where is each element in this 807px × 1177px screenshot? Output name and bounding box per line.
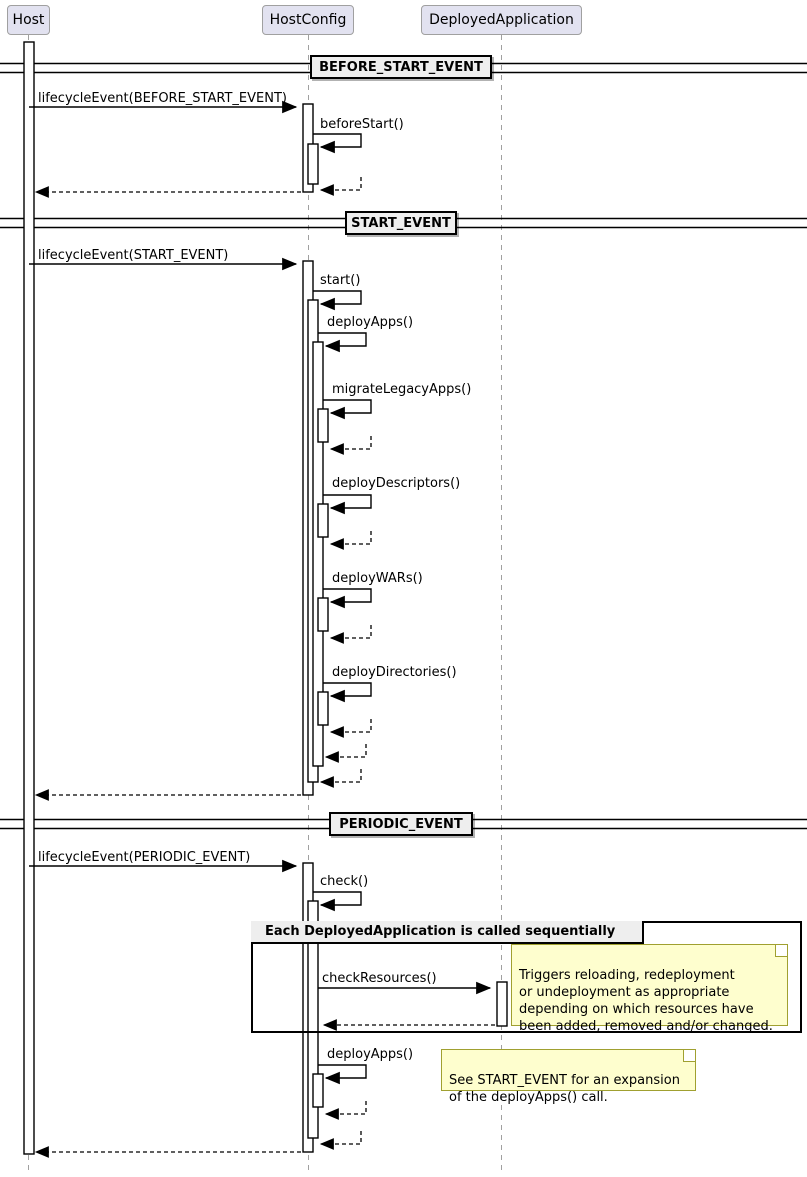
note-fold-corner-icon — [775, 945, 787, 957]
message-label-deploy-descriptors: deployDescriptors() — [332, 476, 461, 491]
selfcall-wars — [323, 588, 372, 609]
divider-periodic-event: PERIODIC_EVENT — [329, 812, 473, 836]
activation-hc-directories — [317, 691, 329, 726]
return-deployapps-self — [324, 744, 367, 763]
selfcall-beforestart — [313, 133, 362, 154]
message-label-lifecycle-before-start: lifecycleEvent(BEFORE_START_EVENT) — [38, 91, 287, 106]
divider-before-start-event-label: BEFORE_START_EVENT — [319, 59, 483, 75]
divider-before-start-event: BEFORE_START_EVENT — [310, 55, 492, 79]
participant-host-label: Host — [12, 12, 45, 28]
message-label-lifecycle-start: lifecycleEvent(START_EVENT) — [38, 248, 229, 263]
activation-da-checkres — [496, 981, 508, 1027]
selfcall-check — [313, 891, 362, 912]
note-check-resources-text: Triggers reloading, redeployment or unde… — [519, 968, 773, 1034]
selfcall-deployapps — [318, 332, 367, 353]
note-deploy-apps-text: See START_EVENT for an expansion of the … — [449, 1073, 680, 1105]
message-label-deploy-wars: deployWARs() — [332, 571, 423, 586]
activation-hc-descriptors — [317, 503, 329, 538]
return-deployapps2-self — [324, 1101, 367, 1120]
message-label-check-resources: checkResources() — [322, 971, 437, 986]
note-check-resources: Triggers reloading, redeployment or unde… — [511, 944, 788, 1034]
activation-bars — [23, 41, 508, 1155]
activation-hc-migrate — [317, 408, 329, 443]
activation-hc-check-l1 — [307, 900, 319, 1139]
participant-hostconfig[interactable]: HostConfig — [262, 5, 354, 35]
return-arrows — [34, 177, 495, 1158]
divider-rules — [0, 62, 807, 830]
message-label-lifecycle-periodic: lifecycleEvent(PERIODIC_EVENT) — [38, 850, 251, 865]
divider-periodic-event-label: PERIODIC_EVENT — [339, 816, 463, 832]
return-start-self — [319, 769, 362, 788]
participant-hostconfig-label: HostConfig — [269, 12, 347, 28]
self-call-loops — [313, 133, 372, 1085]
activation-hc-start-l2 — [312, 341, 324, 767]
call-arrows — [29, 100, 492, 995]
selfcall-start — [313, 290, 362, 311]
message-label-check: check() — [320, 874, 369, 889]
message-label-deploy-apps: deployApps() — [327, 315, 414, 330]
selfcall-migrate — [323, 399, 372, 420]
loop-fragment-header: Each DeployedApplication is called seque… — [251, 921, 644, 944]
loop-fragment-label: Each DeployedApplication is called seque… — [265, 924, 616, 939]
participant-deployedapplication-label: DeployedApplication — [429, 12, 574, 28]
activation-hc-wars — [317, 597, 329, 632]
selfcall-descriptors — [323, 494, 372, 515]
note-fold-corner-icon — [683, 1050, 695, 1062]
participant-deployedapplication[interactable]: DeployedApplication — [421, 5, 582, 35]
selfcall-directories — [323, 682, 372, 703]
return-beforestart-self — [319, 177, 362, 196]
activation-hc-beforestart — [307, 143, 319, 185]
participant-host[interactable]: Host — [7, 5, 50, 35]
activation-host-main — [23, 41, 35, 1155]
message-label-before-start: beforeStart() — [320, 117, 404, 132]
selfcall-deployapps-2 — [318, 1064, 367, 1085]
return-directories-self — [329, 719, 372, 738]
divider-start-event: START_EVENT — [345, 211, 457, 235]
message-label-deploy-apps-periodic: deployApps() — [327, 1047, 414, 1062]
activation-hc-deployapps2 — [312, 1073, 324, 1108]
return-migrate-self — [329, 436, 372, 455]
return-wars-self — [329, 625, 372, 644]
message-label-start: start() — [320, 273, 361, 288]
divider-start-event-label: START_EVENT — [351, 215, 451, 231]
return-check-self — [319, 1131, 362, 1150]
message-label-deploy-directories: deployDirectories() — [332, 665, 457, 680]
note-deploy-apps: See START_EVENT for an expansion of the … — [441, 1049, 696, 1105]
return-descriptors-self — [329, 531, 372, 550]
message-label-migrate-legacy-apps: migrateLegacyApps() — [332, 382, 472, 397]
